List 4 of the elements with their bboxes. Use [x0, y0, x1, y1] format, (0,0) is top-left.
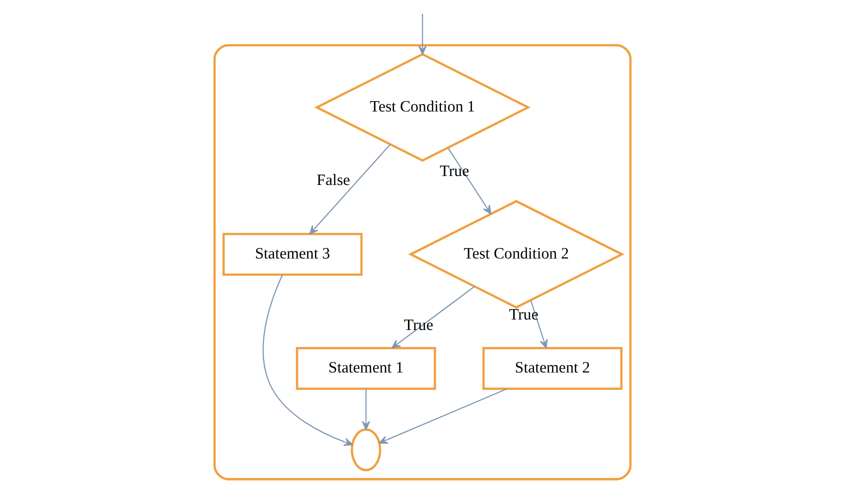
edge-label: False: [316, 172, 350, 190]
edge-label: True: [403, 316, 433, 334]
edge-label: True: [508, 306, 538, 324]
edge-label: True: [439, 163, 469, 180]
